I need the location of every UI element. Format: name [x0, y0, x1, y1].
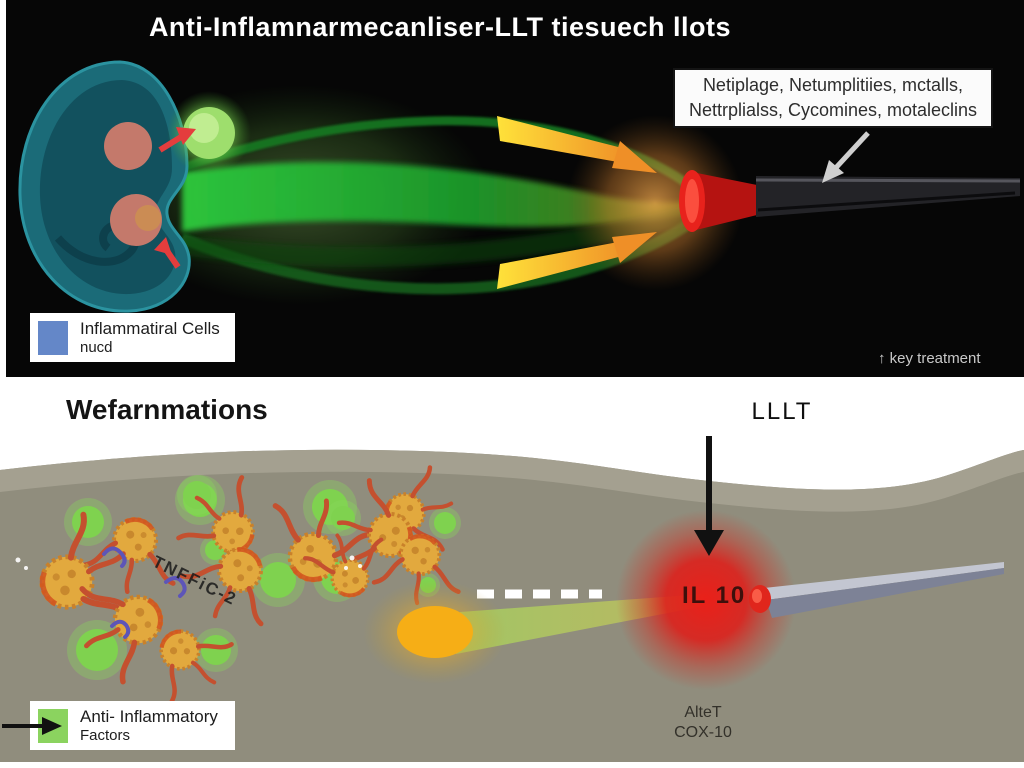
bottom-legend-line1: Anti- Inflammatory	[80, 706, 218, 726]
probe-rod	[755, 176, 1021, 217]
cox-note: AlteT COX-10	[648, 703, 758, 743]
top-panel-title: Anti-Inflamnarmecanliser-LLT tiesuech ll…	[148, 12, 732, 42]
top-legend-line2: nucd	[80, 338, 113, 356]
purple-squiggles	[102, 546, 187, 639]
blue-swatch-icon	[38, 320, 68, 355]
sparkles	[15, 555, 362, 570]
kidney-cell	[18, 60, 191, 313]
red-cone	[679, 170, 757, 232]
bottom-panel-title: Wefarnmations	[66, 394, 268, 425]
laser-probe	[749, 562, 1004, 618]
down-arrow-icon	[694, 436, 724, 556]
red-arrow-icons	[154, 127, 196, 269]
inflammatory-cell-top	[104, 122, 152, 170]
cox-note-line2: COX-10	[674, 724, 732, 741]
lllt-label: LLLT	[751, 398, 813, 425]
top-legend-line1: Inflammatiral Cells	[80, 318, 220, 338]
bottom-panel-illustration	[0, 436, 1024, 762]
treatment-glow	[616, 510, 796, 690]
target-spot	[363, 580, 507, 684]
info-box-line2: Nettrplialss, Cycomines, motaleclins	[688, 100, 978, 120]
top-panel-illustration	[6, 0, 1024, 377]
bottom-legend: Anti- Inflammatory Factors	[30, 701, 235, 750]
released-factor	[167, 91, 251, 175]
yellow-arrow-bottom	[497, 232, 657, 289]
bottom-legend-line2: Factors	[80, 726, 131, 744]
mediators-info-box: Netiplage, Netumplitiies, mctalls, Nettr…	[673, 68, 993, 128]
top-legend: Inflammatiral Cells nucd	[30, 313, 235, 362]
info-box-line1: Netiplage, Netumplitiies, mctalls,	[702, 75, 964, 95]
yellow-arrow-top	[497, 116, 657, 173]
il10-label: IL 10	[682, 582, 747, 609]
pointer-arrow-icon	[822, 131, 870, 183]
cox-note-line1: AlteT	[684, 704, 722, 721]
key-treatment-note: ↑ key treatment	[878, 350, 981, 367]
legend-arrow-icon	[2, 717, 62, 735]
tissue-block	[0, 449, 1024, 762]
